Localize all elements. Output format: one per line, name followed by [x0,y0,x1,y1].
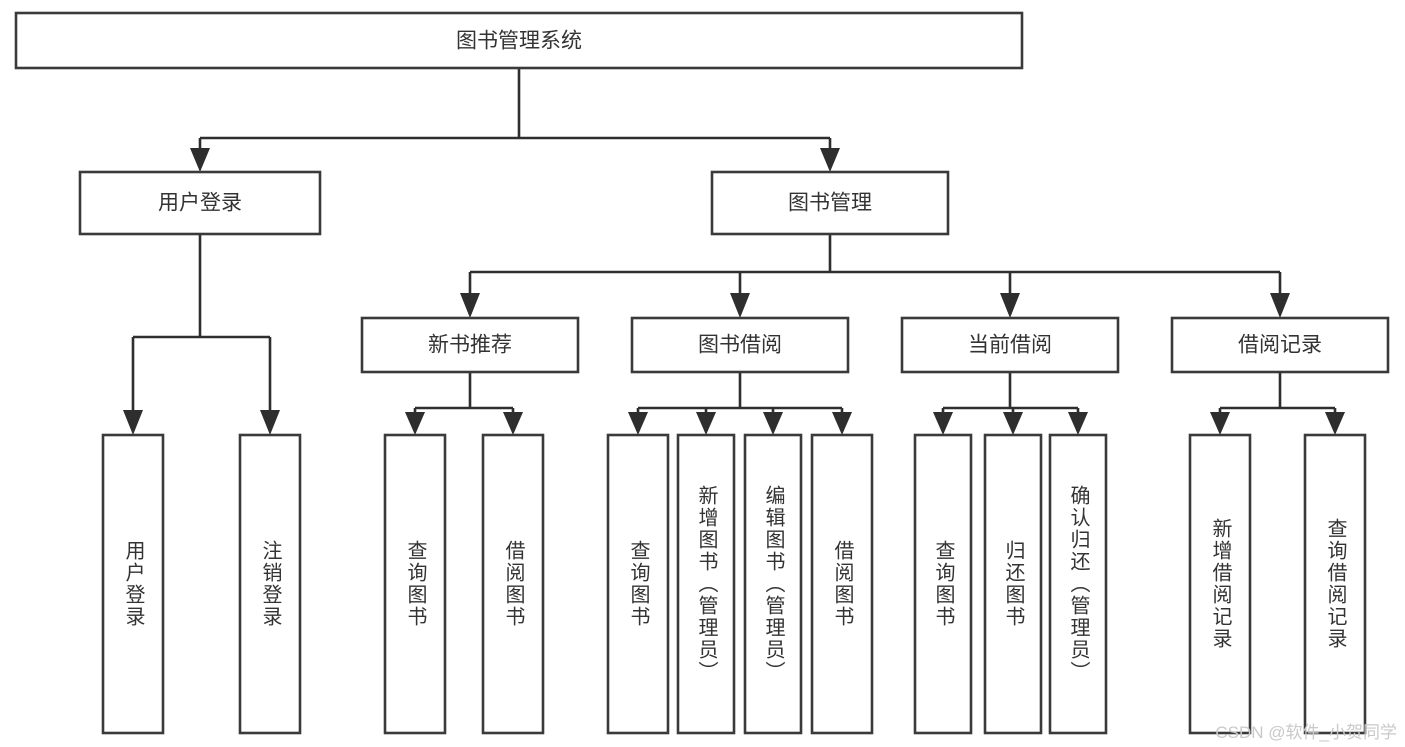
arrow-borrow-leaf-1 [628,412,648,435]
node-leaf-search-book-current[interactable]: 查询图书 [913,433,973,735]
node-leaf-add-book-admin-label: 新增图书（管理员） [695,485,718,683]
node-book-borrow-box [630,316,850,374]
node-user-login-label: 用户登录 [158,192,242,215]
node-user-login-box [78,170,322,236]
node-leaf-return-book-box [983,433,1043,735]
arrow-book-mgmt-to-current [1000,293,1020,318]
node-leaf-borrow-book-box [810,433,874,735]
node-leaf-user-login[interactable]: 用户登录 [101,433,165,735]
node-borrow-records-box [1170,316,1390,374]
node-leaf-user-login-box [101,433,165,735]
node-leaf-search-book-new-box [383,433,447,735]
node-new-book-recommend-label: 新书推荐 [428,334,512,357]
node-leaf-add-book-admin[interactable]: 新增图书（管理员） [676,433,736,735]
node-leaf-search-book-new-label: 查询图书 [404,540,427,628]
node-leaf-add-borrow-record[interactable]: 新增借阅记录 [1188,433,1252,735]
node-current-borrow-box [900,316,1120,374]
node-leaf-confirm-return-admin-label: 确认归还（管理员） [1067,485,1090,683]
node-leaf-search-book-new[interactable]: 查询图书 [383,433,447,735]
node-root-label: 图书管理系统 [456,30,582,53]
arrow-new-books-leaf-1 [405,412,425,435]
arrow-root-to-user-login [190,148,210,172]
node-leaf-confirm-return-admin-box [1048,433,1108,735]
arrow-book-mgmt-to-borrow [730,293,750,318]
node-leaf-search-borrow-record-label: 查询借阅记录 [1324,518,1347,650]
node-leaf-search-book-current-label: 查询图书 [932,540,955,628]
arrow-user-login-leaf-2 [260,410,280,435]
csdn-watermark: CSDN @软件_小贺同学 [1215,723,1397,742]
arrow-new-books-leaf-2 [503,412,523,435]
node-current-borrow-label: 当前借阅 [968,334,1052,357]
node-user-login[interactable]: 用户登录 [78,170,322,236]
node-leaf-search-borrow-record[interactable]: 查询借阅记录 [1303,433,1367,735]
node-leaf-borrow-book-new-label: 借阅图书 [502,540,525,628]
node-leaf-confirm-return-admin[interactable]: 确认归还（管理员） [1048,433,1108,735]
node-borrow-records-label: 借阅记录 [1238,334,1322,357]
node-leaf-add-book-admin-box [676,433,736,735]
node-leaf-logout-label: 注销登录 [259,540,282,628]
node-leaf-borrow-book-label: 借阅图书 [831,540,854,628]
node-leaf-search-book[interactable]: 查询图书 [606,433,670,735]
node-root-box [14,11,1024,70]
arrow-book-mgmt-to-records [1270,293,1290,318]
arrow-current-leaf-3 [1068,412,1088,435]
node-current-borrow[interactable]: 当前借阅 [900,316,1120,374]
node-leaf-borrow-book[interactable]: 借阅图书 [810,433,874,735]
node-leaf-add-borrow-record-box [1188,433,1252,735]
node-leaf-return-book-label: 归还图书 [1002,540,1025,628]
node-leaf-search-book-current-box [913,433,973,735]
node-borrow-records[interactable]: 借阅记录 [1170,316,1390,374]
arrow-book-mgmt-to-new-books [460,293,480,318]
node-leaf-search-book-box [606,433,670,735]
arrow-borrow-leaf-4 [832,412,852,435]
arrow-borrow-leaf-3 [763,412,783,435]
node-leaf-borrow-book-new-box [481,433,545,735]
node-leaf-add-borrow-record-label: 新增借阅记录 [1209,518,1232,650]
node-root-system[interactable]: 图书管理系统 [14,11,1024,70]
node-book-management-label: 图书管理 [788,192,872,215]
node-book-management[interactable]: 图书管理 [710,170,950,236]
arrow-records-leaf-2 [1325,412,1345,435]
node-book-borrow[interactable]: 图书借阅 [630,316,850,374]
arrow-root-to-book-mgmt [820,148,840,172]
node-leaf-edit-book-admin-label: 编辑图书（管理员） [762,485,785,683]
node-leaf-search-borrow-record-box [1303,433,1367,735]
node-new-book-recommend[interactable]: 新书推荐 [360,316,580,374]
node-book-borrow-label: 图书借阅 [698,334,782,357]
arrow-user-login-leaf-1 [123,410,143,435]
node-leaf-logout-box [238,433,302,735]
edge-layer [123,68,1345,435]
node-leaf-edit-book-admin-box [743,433,803,735]
arrow-records-leaf-1 [1210,412,1230,435]
arrow-current-leaf-2 [1003,412,1023,435]
node-leaf-user-login-label: 用户登录 [122,540,145,628]
node-leaf-edit-book-admin[interactable]: 编辑图书（管理员） [743,433,803,735]
arrow-borrow-leaf-2 [696,412,716,435]
node-leaf-borrow-book-new[interactable]: 借阅图书 [481,433,545,735]
arrow-current-leaf-1 [933,412,953,435]
node-book-management-box [710,170,950,236]
node-leaf-search-book-label: 查询图书 [627,540,650,628]
node-leaf-return-book[interactable]: 归还图书 [983,433,1043,735]
node-leaf-logout[interactable]: 注销登录 [238,433,302,735]
node-new-book-recommend-box [360,316,580,374]
